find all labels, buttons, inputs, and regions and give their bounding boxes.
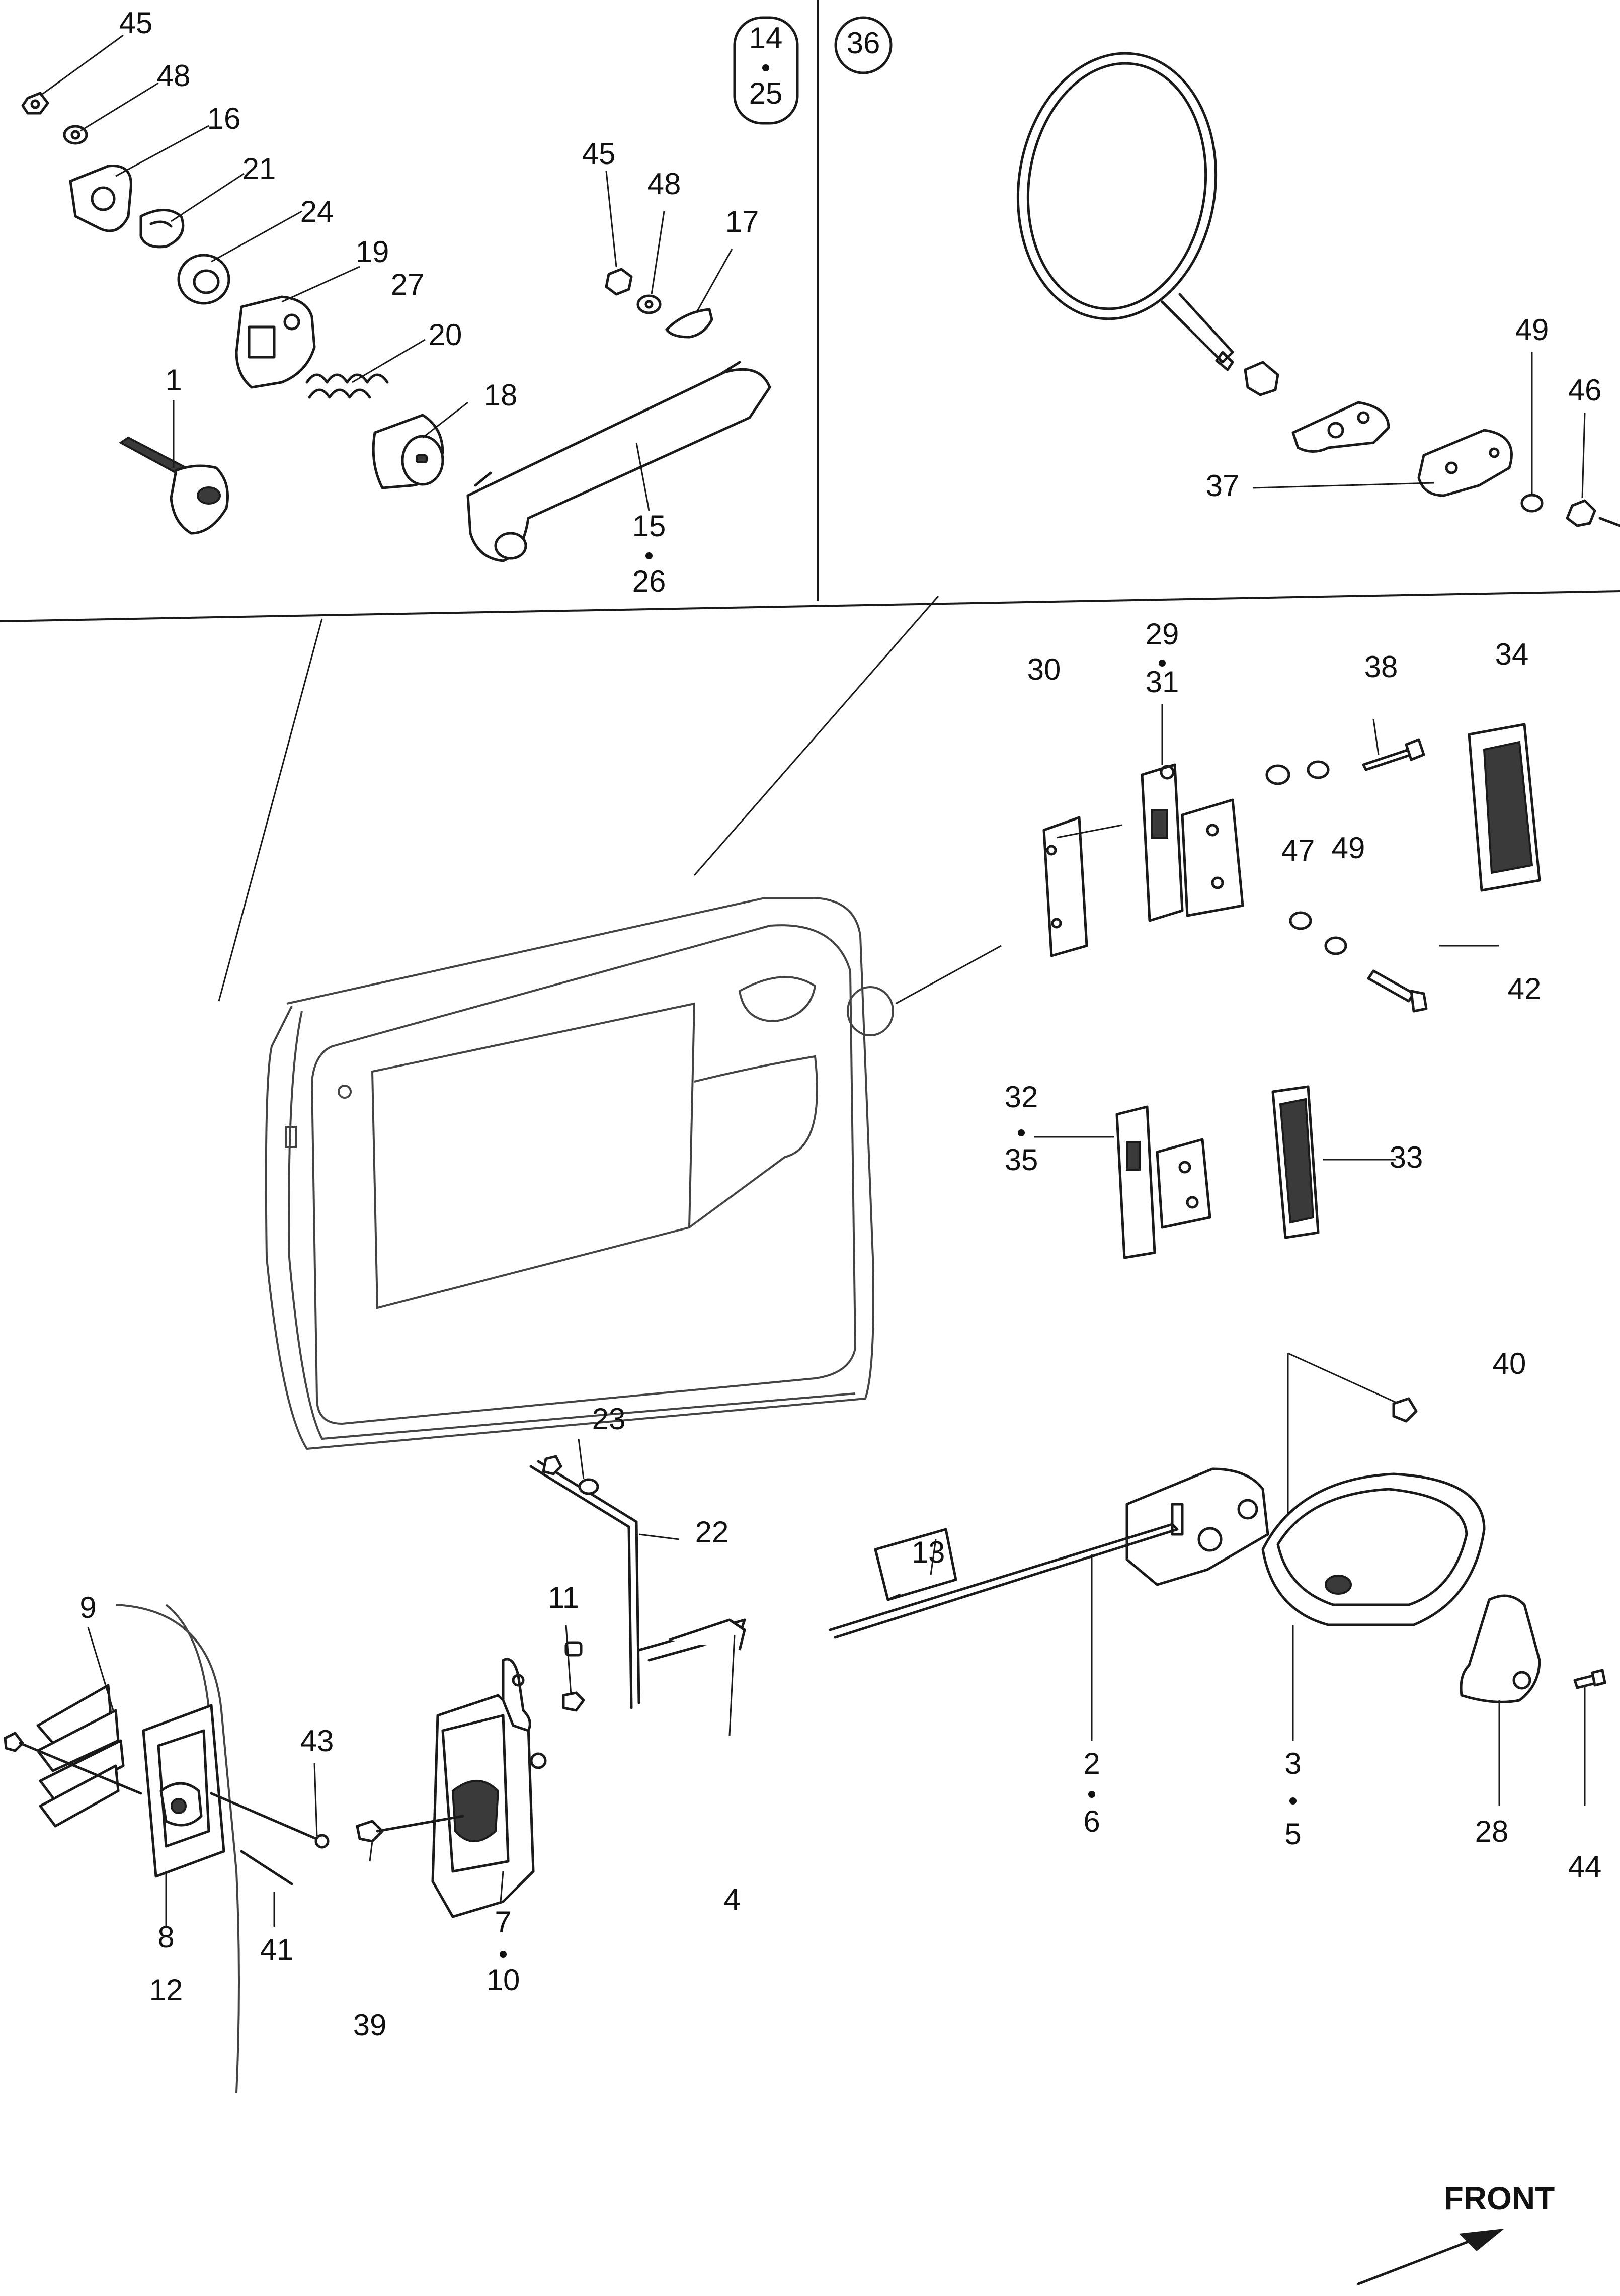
leader-lines-hinges bbox=[1034, 704, 1499, 1161]
callout-number: 49 bbox=[1332, 831, 1365, 865]
callout-separator-dot bbox=[1289, 1797, 1297, 1805]
callout-number: 15 bbox=[632, 509, 666, 543]
callout-number: 13 bbox=[912, 1535, 945, 1569]
callout-number: 25 bbox=[749, 76, 783, 110]
handle-pad-part bbox=[665, 308, 713, 339]
callout-number: 49 bbox=[1515, 313, 1549, 347]
callout-number: 10 bbox=[487, 1963, 520, 1997]
latch-group bbox=[356, 1352, 1606, 1918]
callout-number: 35 bbox=[1005, 1143, 1038, 1177]
callout-number: 20 bbox=[429, 318, 462, 352]
callout-number: 30 bbox=[1027, 652, 1061, 686]
callout-number: 39 bbox=[353, 2008, 387, 2042]
callout-number: 46 bbox=[1568, 373, 1602, 407]
callout-number: 7 bbox=[495, 1905, 511, 1939]
remote-control-part bbox=[1125, 1467, 1269, 1586]
outer-handle-part bbox=[466, 361, 771, 562]
callout-number: 27 bbox=[391, 268, 425, 301]
handle-washer-part bbox=[636, 294, 662, 314]
callout-number: 40 bbox=[1493, 1347, 1526, 1380]
callout-number: 31 bbox=[1146, 665, 1179, 699]
callout-number: 45 bbox=[119, 6, 153, 40]
retainer-plate-part bbox=[69, 165, 132, 232]
callout-number: 14 bbox=[749, 21, 783, 55]
callout-number: 32 bbox=[1005, 1080, 1038, 1114]
front-label: FRONT bbox=[1444, 2180, 1555, 2217]
front-indicator bbox=[1357, 2229, 1504, 2285]
callout-number: 29 bbox=[1146, 617, 1179, 651]
outer-handle-group bbox=[21, 92, 771, 562]
leader-lines-striker bbox=[87, 1627, 318, 1927]
hinge-group bbox=[1042, 723, 1541, 1259]
callout-number: 44 bbox=[1568, 1850, 1602, 1883]
handle-nut-part bbox=[605, 268, 633, 296]
callout-separator-dot bbox=[645, 552, 653, 559]
striker-group bbox=[4, 1604, 330, 2093]
gasket-part bbox=[177, 254, 230, 305]
callout-number: 48 bbox=[157, 59, 191, 93]
assembly-badges bbox=[733, 16, 893, 125]
inner-handle-part bbox=[1460, 1594, 1541, 1703]
callout-number: 1 bbox=[165, 363, 182, 397]
leader-lines-latch bbox=[369, 1438, 1586, 1902]
callout-separator-dot bbox=[1088, 1791, 1095, 1798]
callout-number: 33 bbox=[1390, 1140, 1423, 1174]
callout-number: 24 bbox=[300, 195, 334, 228]
callout-number: 3 bbox=[1284, 1747, 1301, 1780]
clip-part bbox=[139, 209, 185, 249]
inner-handle-bezel-part bbox=[1261, 1472, 1486, 1626]
callout-number: 9 bbox=[79, 1591, 96, 1624]
callout-number: 4 bbox=[723, 1882, 740, 1916]
callout-number: 45 bbox=[582, 137, 616, 171]
callout-number: 18 bbox=[484, 378, 518, 412]
callout-number: 34 bbox=[1495, 637, 1529, 671]
callout-number: 36 bbox=[847, 26, 880, 60]
callout-number: 17 bbox=[725, 205, 759, 238]
callout-number: 19 bbox=[356, 235, 389, 269]
shim-plate-part bbox=[1042, 816, 1088, 957]
callout-number: 23 bbox=[592, 1402, 626, 1436]
nut-part bbox=[21, 92, 49, 115]
callout-number: 5 bbox=[1284, 1817, 1301, 1851]
callout-number: 43 bbox=[300, 1724, 334, 1758]
lever-part bbox=[235, 295, 316, 389]
leader-lines-mirror bbox=[1252, 352, 1586, 499]
callout-number: 37 bbox=[1206, 469, 1240, 503]
callout-separator-dot bbox=[500, 1951, 507, 1958]
callout-number: 2 bbox=[1083, 1747, 1100, 1780]
callout-separator-dot bbox=[1159, 660, 1166, 667]
upper-hinge-part bbox=[1141, 763, 1184, 922]
callout-number: 28 bbox=[1475, 1815, 1509, 1848]
callout-number: 38 bbox=[1364, 650, 1398, 684]
callout-number: 11 bbox=[548, 1581, 579, 1614]
spring-part bbox=[305, 373, 389, 399]
callout-number: 22 bbox=[695, 1515, 729, 1549]
callout-separator-dot bbox=[762, 64, 769, 71]
lock-cylinder-part bbox=[372, 414, 444, 489]
mirror-group bbox=[1016, 52, 1620, 527]
callout-separator-dot bbox=[1018, 1129, 1025, 1136]
callout-number: 6 bbox=[1083, 1805, 1100, 1838]
callout-number: 41 bbox=[260, 1933, 294, 1966]
callout-number: 47 bbox=[1281, 834, 1315, 867]
callout-number: 16 bbox=[207, 102, 241, 135]
callout-number: 8 bbox=[157, 1920, 174, 1954]
key-part bbox=[119, 436, 229, 535]
panel-dividers bbox=[0, 0, 1620, 622]
callout-number: 42 bbox=[1508, 972, 1542, 1006]
callout-number: 48 bbox=[647, 167, 681, 201]
door-outline bbox=[218, 596, 1002, 1450]
leader-lines-top-left bbox=[40, 34, 733, 511]
callout-number: 12 bbox=[149, 1973, 183, 2007]
lower-hinge-part bbox=[1115, 1105, 1156, 1259]
callout-number: 21 bbox=[242, 152, 276, 186]
callout-number: 26 bbox=[632, 564, 666, 598]
